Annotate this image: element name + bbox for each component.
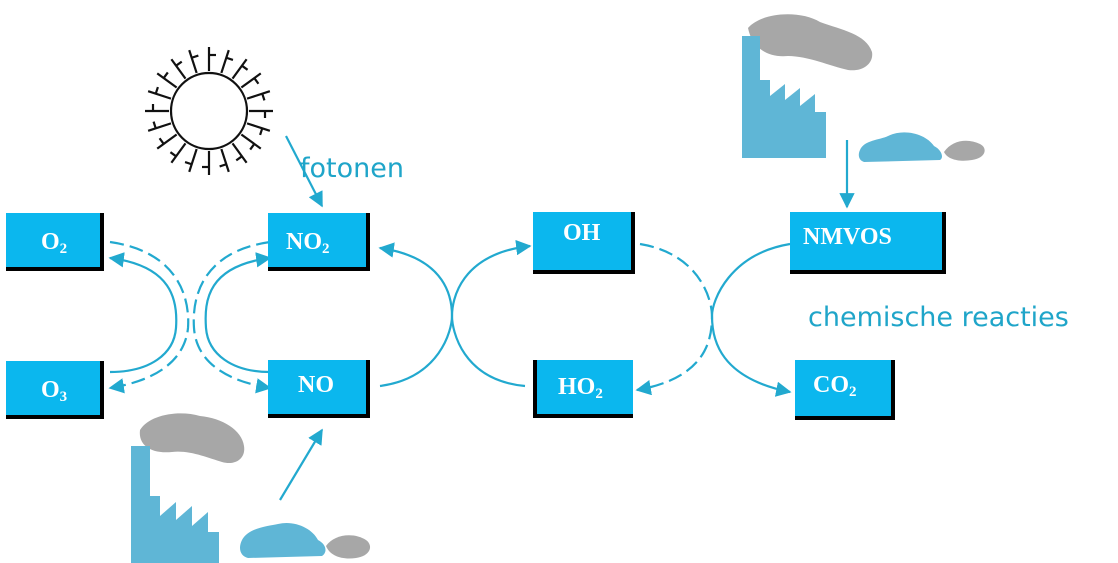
box-no2: NO2 xyxy=(268,213,370,271)
box-no2-sub: 2 xyxy=(322,241,330,257)
sun-ray xyxy=(188,148,198,173)
box-co2: CO2 xyxy=(795,360,895,420)
box-ho2-sub: 2 xyxy=(595,386,603,402)
label-fotonen: fotonen xyxy=(300,153,404,184)
sun-ray-barb xyxy=(249,143,256,151)
box-ho2: HO2 xyxy=(533,360,633,418)
box-no-main: NO xyxy=(298,372,334,398)
sun-ray-barb xyxy=(235,155,243,162)
box-no2-main: NO xyxy=(286,229,322,255)
svg-text:HO2: HO2 xyxy=(558,374,603,402)
car-icon xyxy=(858,132,985,162)
sun-ray xyxy=(156,72,178,89)
sun-ray xyxy=(231,58,248,80)
sun-ray-barb xyxy=(154,86,159,95)
sun-ray-barb xyxy=(184,161,193,166)
sun-ray-barb xyxy=(175,60,183,67)
sun-ray xyxy=(220,49,230,74)
box-o3: O3 xyxy=(6,361,104,419)
sun-icon xyxy=(145,47,273,175)
label-chemische-reacties: chemische reacties xyxy=(808,302,1069,333)
sun-ray-barb xyxy=(158,137,165,145)
sun-ray-barb xyxy=(219,163,227,168)
smoke-icon xyxy=(326,535,371,559)
smoke-icon xyxy=(748,14,873,71)
box-nmvos: NMVOS xyxy=(790,212,946,274)
box-ho2-main: HO xyxy=(558,374,595,400)
sun-ray xyxy=(220,148,230,173)
box-co2-sub: 2 xyxy=(849,384,857,400)
svg-text:CO2: CO2 xyxy=(813,372,857,400)
factory-icon xyxy=(131,413,245,563)
sun-ray xyxy=(246,90,271,100)
box-o2: O2 xyxy=(6,213,104,271)
sun-ray xyxy=(147,90,172,100)
sun-ray xyxy=(246,122,271,132)
sun-ray-barb xyxy=(241,64,249,71)
sun-ray-barb xyxy=(225,56,234,61)
svg-text:O2: O2 xyxy=(41,229,67,257)
sun-ray xyxy=(147,122,172,132)
box-o2-main: O xyxy=(41,229,60,255)
sun-ray xyxy=(231,142,248,164)
box-o2-sub: 2 xyxy=(60,241,68,257)
box-oh-main: OH xyxy=(563,220,601,246)
sun-ray-barb xyxy=(169,151,177,158)
box-o3-sub: 3 xyxy=(60,389,68,405)
car-icon xyxy=(240,522,371,559)
reaction-arrows xyxy=(108,239,792,397)
sun-ray xyxy=(240,133,262,150)
box-o3-main: O xyxy=(41,377,60,403)
sun-ray xyxy=(240,72,262,89)
svg-text:NO2: NO2 xyxy=(286,229,330,257)
box-no: NO xyxy=(268,360,370,418)
sun-ray xyxy=(188,49,198,74)
sun-ray xyxy=(156,133,178,150)
svg-text:O3: O3 xyxy=(41,377,67,405)
sun-ray-barb xyxy=(162,71,169,79)
sun-ray xyxy=(170,58,187,80)
photon-arrow xyxy=(285,135,323,208)
smoke-icon xyxy=(139,413,245,464)
smoke-icon xyxy=(944,140,985,161)
box-nmvos-main: NMVOS xyxy=(803,224,892,250)
sun-ray-barb xyxy=(259,127,264,136)
sun-ray-barb xyxy=(253,77,260,85)
sun-ray-barb xyxy=(261,93,266,101)
factory-icon xyxy=(742,14,873,158)
box-co2-main: CO xyxy=(813,372,849,398)
sun-ray xyxy=(170,142,187,164)
sun-ray-barb xyxy=(152,121,157,129)
box-oh: OH xyxy=(533,212,635,274)
emission-arrow-bottom xyxy=(279,428,323,501)
sun-ray-barb xyxy=(191,54,199,59)
